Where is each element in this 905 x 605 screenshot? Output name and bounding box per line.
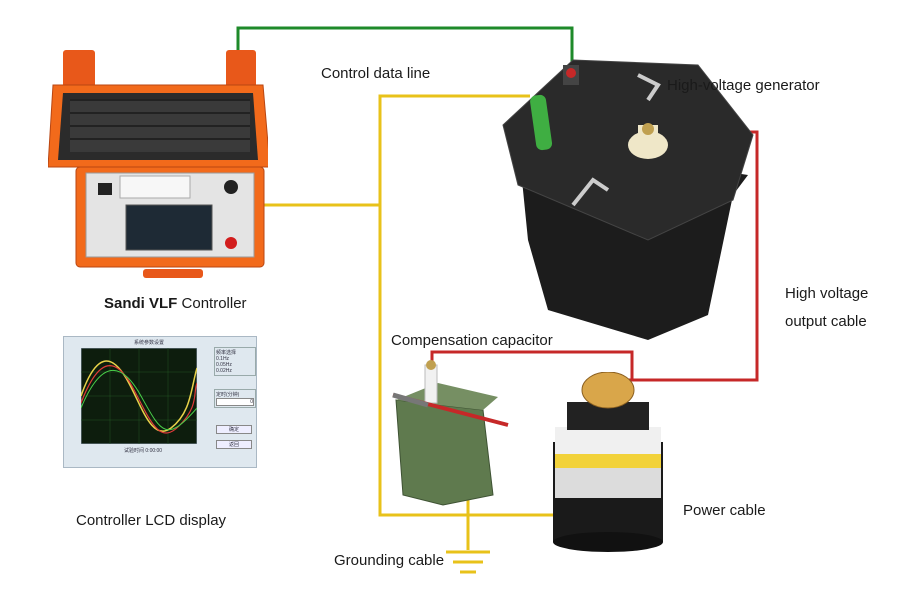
lcd-timer-group: 定时(分钟) 0 [214,389,256,408]
lcd-display-label: Controller LCD display [76,512,227,529]
ground-symbol [446,550,490,574]
lcd-timer-value[interactable]: 0 [216,398,254,406]
lcd-freq-option[interactable]: 0.1Hz [216,356,230,362]
compensation-capacitor-label: Compensation capacitor [391,332,553,349]
hv-generator-label: High-voltage generator [667,77,820,94]
controller-case [48,50,268,278]
power-cable-label: Power cable [683,502,766,519]
lcd-display-screenshot: 系统参数设置 试验时间 0:00:00 频率选择 0.1Hz 0.05Hz 0.… [63,336,257,468]
data-line-yellow [258,94,530,207]
lcd-ok-button[interactable]: 确定 [216,425,252,434]
capacitor-unit [392,360,509,506]
grounding-cable-label: Grounding cable [334,552,445,569]
hv-generator-unit [502,59,754,340]
hv-output-cable-label-line1: High voltage [785,285,869,302]
lcd-freq-option[interactable]: 0.02Hz [216,368,232,374]
controller-word: Controller [181,295,247,312]
lcd-freq-title: 频率选择 [216,350,237,356]
lcd-waveform-plot [81,348,197,444]
power-cable-image [553,372,663,552]
control-data-line-label: Control data line [321,65,431,82]
controller-label: Sandi VLF Controller [104,295,247,312]
control-line-green [236,26,574,72]
lcd-freq-group: 频率选择 0.1Hz 0.05Hz 0.02Hz [214,347,256,376]
lcd-voltage-wave [81,360,197,432]
ground-line-yellow [378,205,560,517]
lcd-freq-option[interactable]: 0.05Hz [216,362,232,368]
lcd-current-wave [81,365,197,434]
lcd-x-caption: 试验时间 0:00:00 [124,448,163,454]
capacitor-link-red [430,350,634,380]
lcd-title: 系统参数设置 [134,340,165,346]
controller-brand: Sandi VLF [104,295,178,312]
hv-output-cable-label-line2: output cable [785,313,867,330]
lcd-timer-title: 定时(分钟) [216,392,240,398]
lcd-back-button[interactable]: 返回 [216,440,252,449]
